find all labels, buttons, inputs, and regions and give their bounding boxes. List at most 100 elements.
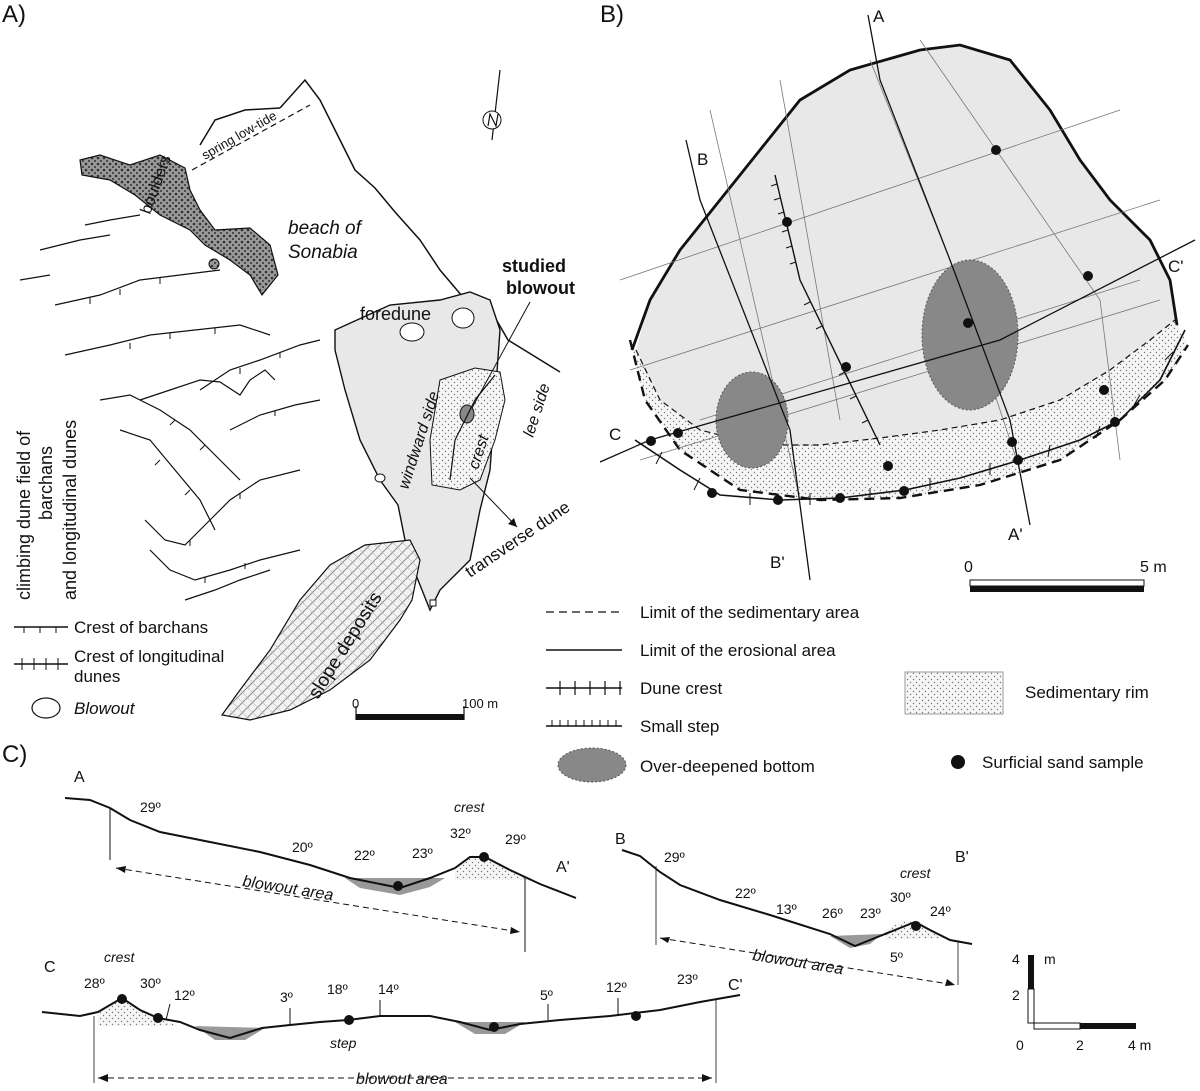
blowout-icon xyxy=(374,473,386,483)
sand-sample-point xyxy=(673,428,683,438)
sand-sample-point xyxy=(1099,385,1109,395)
legend-sand-sample-label: Surficial sand sample xyxy=(982,753,1144,772)
profile-bb: B B' crest blowout area 29º 22º 13º 26º … xyxy=(615,831,973,986)
coastline-west xyxy=(199,107,281,146)
profile-aa-crest-label: crest xyxy=(454,799,485,815)
map-a-scale-0: 0 xyxy=(352,696,359,711)
studied-blowout-label-1: studied xyxy=(502,256,566,276)
profile-cc-sample xyxy=(117,994,127,1004)
profile-cc-angle: 28º xyxy=(84,975,105,991)
profile-cc-sample xyxy=(344,1015,354,1025)
profile-aa-angle: 29º xyxy=(505,831,526,847)
profile-aa-sample xyxy=(479,852,489,862)
profile-aa-angle: 22º xyxy=(354,847,375,863)
profile-lines xyxy=(599,14,1196,581)
small-step-ticks xyxy=(770,183,869,424)
map-a-scale-bar xyxy=(356,714,464,720)
profile-aa-angle: 20º xyxy=(292,839,313,855)
sedimentary-limit-outer xyxy=(628,339,1190,502)
legend-dune-crest-label: Dune crest xyxy=(640,679,722,698)
transverse-dune-area xyxy=(429,367,506,491)
blowout-icon xyxy=(451,307,475,329)
legend-erosional-limit-label: Limit of the erosional area xyxy=(640,641,836,660)
profile-cc-bottom xyxy=(195,1026,265,1040)
profile-a-prime-label: A' xyxy=(1008,525,1023,544)
climbing-label-1: climbing dune field of xyxy=(14,430,34,600)
sand-sample-point xyxy=(1083,271,1093,281)
legend-sand-sample-swatch xyxy=(951,755,965,769)
sand-samples xyxy=(646,145,1120,505)
profile-cc-angle: 14º xyxy=(378,981,399,997)
panel-label-c: C) xyxy=(2,741,27,768)
blowout-icon xyxy=(399,322,425,342)
profile-cc-step-label: step xyxy=(330,1035,357,1051)
climbing-label-2: barchans xyxy=(36,446,56,520)
small-step-line xyxy=(774,174,881,446)
profile-bb-angle: 5º xyxy=(890,949,903,965)
map-a-legend: Crest of barchans Crest of longitudinal … xyxy=(14,618,224,719)
profile-c-label: C xyxy=(609,425,621,444)
profile-cc-angle: 5º xyxy=(540,987,553,1003)
profile-bb-angle: 29º xyxy=(664,849,685,865)
map-b-scale-bar-black xyxy=(970,586,1144,592)
profile-cc-crest-label: crest xyxy=(104,949,135,965)
profile-bb-angle: 26º xyxy=(822,905,843,921)
sand-sample-point xyxy=(963,318,973,328)
boulders-area xyxy=(79,154,279,297)
scale-unit: m xyxy=(1044,951,1056,967)
map-b-scale-5: 5 m xyxy=(1140,559,1167,576)
beach-label-line1: beach of xyxy=(288,218,363,239)
beach-label-line2: Sonabia xyxy=(288,242,358,263)
profile-bb-bottom xyxy=(830,934,882,948)
transverse-dune-pointer xyxy=(469,477,518,528)
profile-aa-angle: 29º xyxy=(140,799,161,815)
legend-sedimentary-rim-label: Sedimentary rim xyxy=(1025,683,1149,702)
erosional-area xyxy=(636,45,1175,445)
sand-sample-point xyxy=(773,495,783,505)
profile-bb-start-label: B xyxy=(615,831,626,848)
sand-sample-point xyxy=(646,436,656,446)
profile-bb-angle: 24º xyxy=(930,903,951,919)
profile-bb-angle: 13º xyxy=(776,901,797,917)
legend-sedimentary-limit-label: Limit of the sedimentary area xyxy=(640,603,860,622)
foredune-label: foredune xyxy=(360,304,431,324)
legend-barchans-label: Crest of barchans xyxy=(74,618,208,637)
over-deepened-bottom xyxy=(715,371,789,469)
sand-sample-point xyxy=(1013,455,1023,465)
sand-sample-point xyxy=(1110,417,1120,427)
small-deposit xyxy=(429,599,437,607)
map-b-scale-bar-white xyxy=(969,579,1145,587)
climbing-label-3: and longitudinal dunes xyxy=(60,420,80,600)
transverse-dune-crest xyxy=(449,374,496,481)
profile-aa-area-label: blowout area xyxy=(241,873,334,904)
profile-bb-end-label: B' xyxy=(955,849,969,866)
profile-c-prime-label: C' xyxy=(1168,257,1184,276)
legend-over-deepened-label: Over-deepened bottom xyxy=(640,757,815,776)
transverse-dune-arrowhead xyxy=(508,518,517,527)
map-b-scale-0: 0 xyxy=(964,559,973,576)
sand-sample-point xyxy=(707,488,717,498)
profile-aa: A A' crest blowout area 29º 20º 22º 23º … xyxy=(64,769,577,952)
map-b: A A' B B' C C' 0 5 m xyxy=(599,7,1196,592)
sand-sample-point xyxy=(841,362,851,372)
barchan-crest-ticks xyxy=(89,278,281,583)
profile-cc-angle: 23º xyxy=(677,971,698,987)
north-arrow-icon xyxy=(482,69,502,141)
profile-aa-area-arrow xyxy=(115,867,521,933)
profile-cc-angle: 3º xyxy=(280,989,293,1005)
spring-low-tide-label: spring low-tide xyxy=(199,108,279,163)
panel-label-b: B) xyxy=(600,1,624,28)
slope-deposits-area xyxy=(220,539,421,721)
profile-a-label: A xyxy=(873,7,885,26)
profile-cc-sample xyxy=(631,1011,641,1021)
scale-h2: 2 xyxy=(1076,1037,1084,1053)
legend-over-deepened-swatch xyxy=(557,747,627,783)
scale-v4: 4 xyxy=(1012,951,1020,967)
profile-cc-angle: 12º xyxy=(174,987,195,1003)
profile-bb-area-label: blowout area xyxy=(751,947,844,978)
erosional-limit-line xyxy=(630,43,1179,351)
scale-h4: 4 m xyxy=(1128,1037,1151,1053)
panel-label-a: A) xyxy=(2,1,26,28)
studied-blowout-label-2: blowout xyxy=(506,278,575,298)
